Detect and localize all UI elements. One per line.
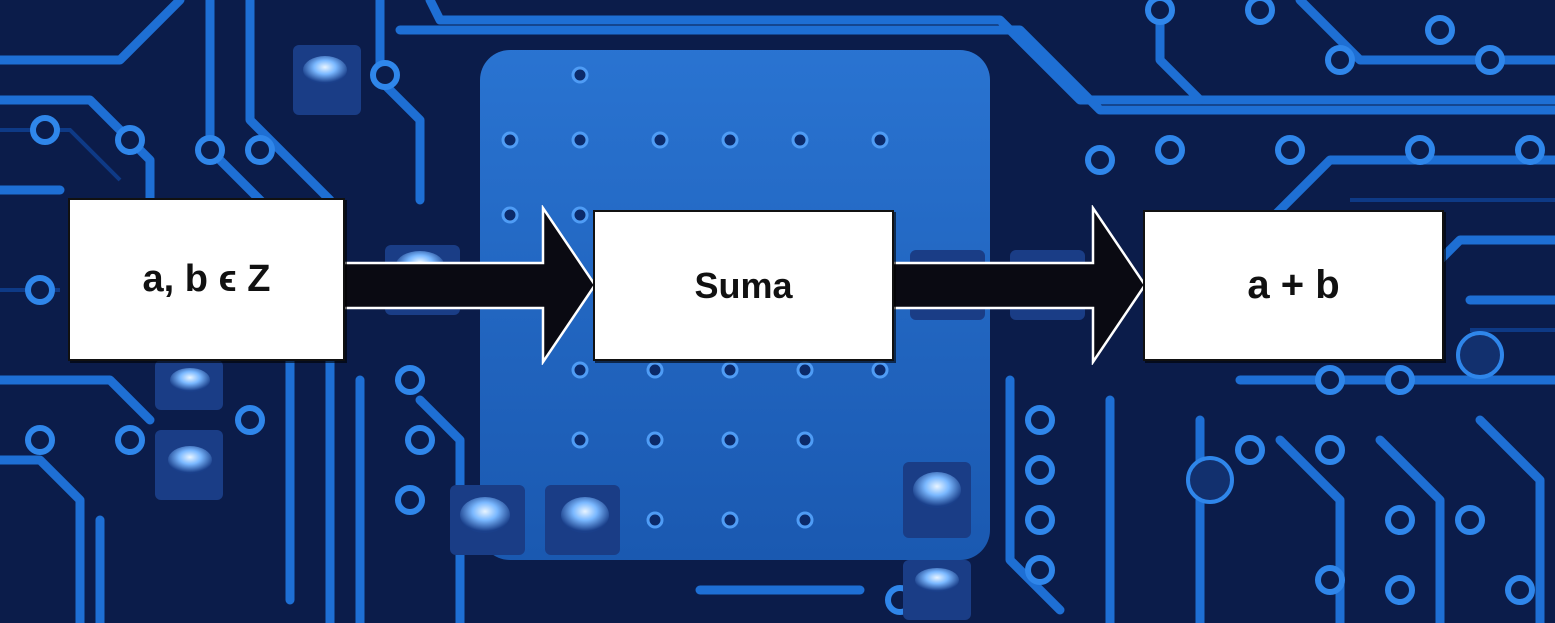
input-label: a, b ϵ Z xyxy=(143,258,271,301)
output-label: a + b xyxy=(1247,263,1339,308)
process-label: Suma xyxy=(694,265,792,307)
arrow-input-to-process xyxy=(340,205,600,365)
output-box: a + b xyxy=(1143,210,1444,361)
process-box: Suma xyxy=(593,210,894,361)
input-box: a, b ϵ Z xyxy=(68,198,345,361)
arrow-process-to-output xyxy=(890,205,1150,365)
